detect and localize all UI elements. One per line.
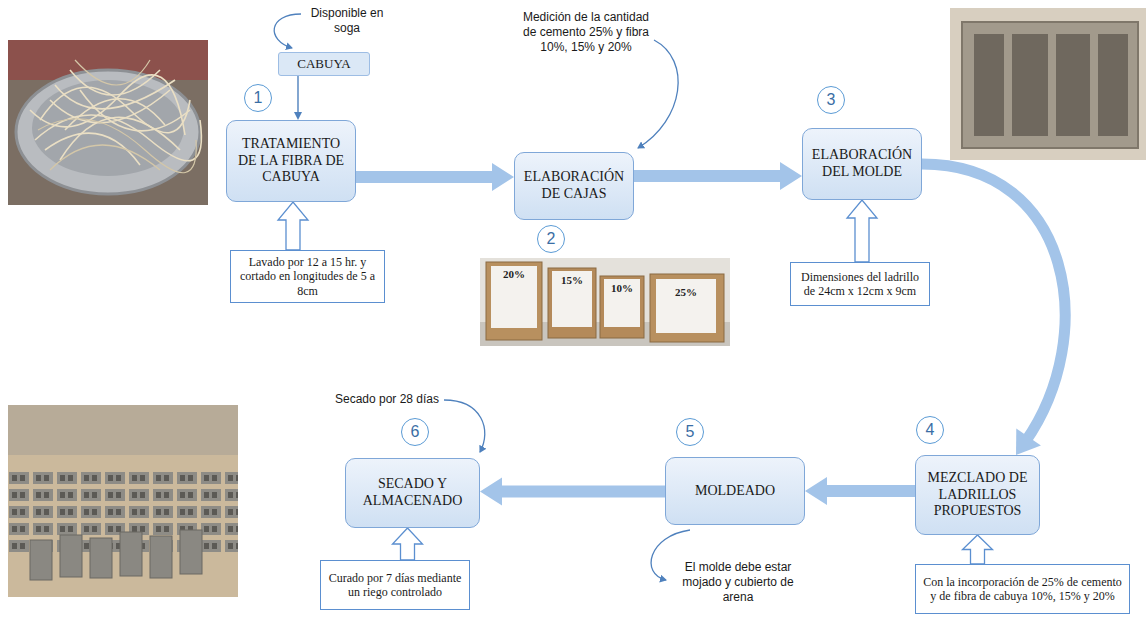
leader-arrow	[274, 14, 301, 48]
callout-number: 1	[245, 89, 271, 107]
photo-label: 20%	[491, 268, 537, 282]
process-box: ELABORACIÓN DEL MOLDE	[802, 128, 922, 200]
callout-number: 6	[402, 423, 428, 441]
process-box: SECADO Y ALMACENADO	[345, 458, 480, 528]
step-number: 5	[676, 418, 704, 446]
leader-arrow	[638, 40, 678, 148]
flow-arrow	[963, 535, 993, 564]
callout-number: 4	[917, 421, 943, 439]
callout-number: 2	[538, 230, 564, 248]
flow-arrow	[805, 477, 915, 505]
callout-number: 5	[677, 423, 703, 441]
flow-arrow	[294, 76, 302, 120]
flow-arrow	[480, 478, 665, 506]
leader-arrow	[651, 530, 690, 580]
step-number: 3	[817, 86, 845, 114]
flow-arrow	[393, 528, 423, 560]
step-number: 1	[244, 84, 272, 112]
flow-arrow	[847, 200, 877, 262]
note-text: Medición de la cantidad de cemento 25% y…	[522, 10, 650, 55]
box-text: TRATAMIENTO DE LA FIBRA DE CABUYA	[233, 136, 349, 186]
callout-number: 3	[818, 91, 844, 109]
process-box: MOLDEADO	[665, 457, 805, 525]
material-box: CABUYA	[278, 52, 370, 76]
note-text: Disponible en soga	[305, 6, 389, 36]
flow-arrow	[356, 163, 514, 191]
step-number: 4	[916, 416, 944, 444]
flow-arrow	[634, 162, 802, 190]
bricks-photo	[8, 405, 238, 597]
photo-label: 25%	[656, 286, 716, 300]
process-box: TRATAMIENTO DE LA FIBRA DE CABUYA	[226, 120, 356, 202]
photo-label: 15%	[552, 274, 592, 288]
box-text: SECADO Y ALMACENADO	[352, 476, 473, 510]
photo-label: 10%	[604, 282, 640, 296]
boxes-photo	[480, 258, 730, 346]
box-text: MEZCLADO DE LADRILLOS PROPUESTOS	[922, 470, 1033, 520]
leader-arrow	[444, 400, 485, 452]
note-text: Secado por 28 días	[330, 392, 444, 407]
fiber-photo	[8, 40, 208, 205]
process-box: ELABORACIÓN DE CAJAS	[514, 152, 634, 220]
box-text: ELABORACIÓN DE CAJAS	[521, 169, 627, 203]
mold-photo	[950, 8, 1146, 160]
note-box: Curado por 7 días mediante un riego cont…	[320, 560, 470, 610]
box-text: ELABORACIÓN DEL MOLDE	[809, 147, 915, 181]
flow-arrow	[278, 202, 308, 250]
note-box: Dimensiones del ladrillo de 24cm x 12cm …	[790, 262, 930, 306]
box-text: Lavado por 12 a 15 hr. y cortado en long…	[237, 255, 378, 298]
process-box: MEZCLADO DE LADRILLOS PROPUESTOS	[915, 455, 1040, 535]
box-text: MOLDEADO	[672, 483, 798, 500]
note-box: Con la incorporación de 25% de cemento y…	[915, 564, 1130, 614]
box-text: Dimensiones del ladrillo de 24cm x 12cm …	[797, 270, 923, 299]
flow-arrow	[922, 164, 1065, 455]
box-text: Curado por 7 días mediante un riego cont…	[327, 571, 463, 600]
box-text: CABUYA	[283, 56, 365, 72]
box-text: Con la incorporación de 25% de cemento y…	[922, 575, 1123, 604]
step-number: 2	[537, 225, 565, 253]
note-text: El molde debe estar mojado y cubierto de…	[676, 560, 800, 605]
step-number: 6	[401, 418, 429, 446]
note-box: Lavado por 12 a 15 hr. y cortado en long…	[230, 250, 385, 303]
